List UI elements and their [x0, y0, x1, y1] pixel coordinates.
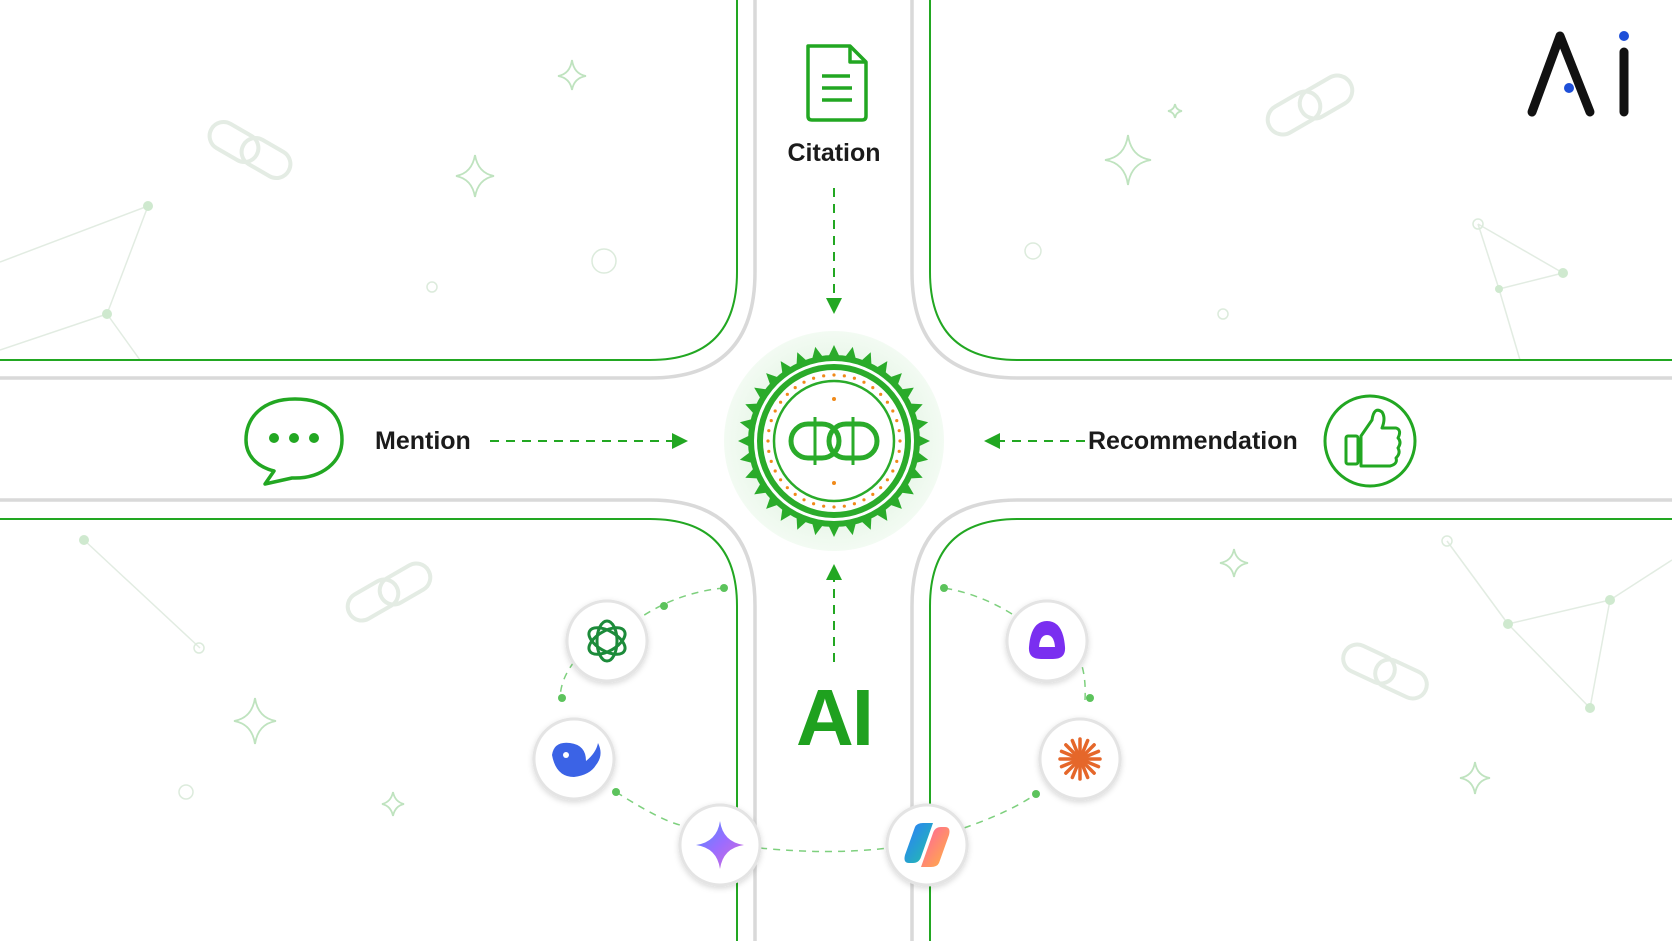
ai-label: AI: [796, 673, 874, 762]
block-top-right-edge: [910, 0, 1672, 380]
ai-orbit: [559, 587, 1086, 853]
block-bottom-left-edge: [0, 498, 757, 941]
block-bottom-right-accent: [929, 518, 1672, 941]
sparkle-icons: [233, 59, 1491, 817]
background-decoration: [0, 59, 1672, 817]
network-nodes: [79, 201, 1615, 713]
orbit-dots: [558, 584, 1094, 798]
deepseek-icon: [532, 717, 616, 801]
block-bottom-left-accent: [0, 518, 738, 941]
alice-icon: [1005, 599, 1089, 683]
recommendation-label: Recommendation: [1088, 426, 1298, 455]
copilot-icon: [885, 803, 969, 887]
ai-logo-icon: [1527, 31, 1629, 117]
chatgpt-icon: [565, 599, 649, 683]
hollow-circles: [178, 218, 1484, 800]
chain-link-icon: [788, 417, 880, 465]
block-top-left-accent: [0, 0, 738, 361]
chat-bubble-icon: [244, 397, 344, 486]
block-top-right-accent: [929, 0, 1672, 361]
chain-link-decorations: [207, 73, 1429, 701]
gemini-icon: [678, 803, 762, 887]
flow-arrows: [490, 188, 1085, 662]
network-lines-left: [0, 205, 1672, 709]
thumbs-up-icon: [1323, 394, 1417, 488]
block-top-left-edge: [0, 0, 757, 380]
claude-icon: [1038, 717, 1122, 801]
mention-label: Mention: [375, 426, 471, 455]
block-bottom-right-edge: [910, 498, 1672, 941]
citation-label: Citation: [787, 138, 881, 167]
link-seal-icon: [724, 331, 944, 551]
document-icon: [806, 44, 868, 122]
ai-platform-badges: [532, 599, 1122, 887]
